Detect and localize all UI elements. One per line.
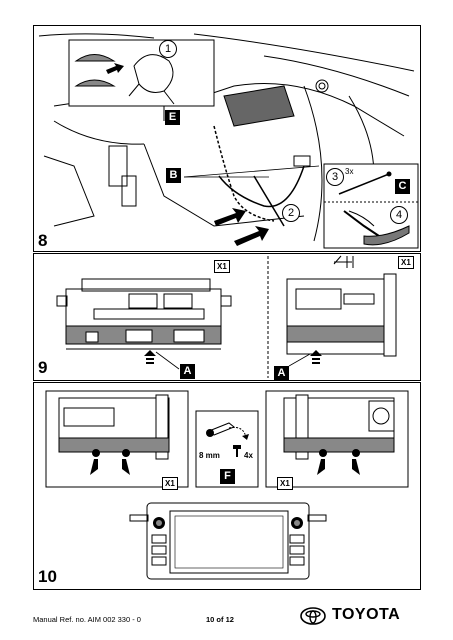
x1-label-right: X1 [277, 477, 293, 490]
tie-count: 3x [345, 167, 354, 176]
brand-name: TOYOTA [332, 606, 401, 623]
step-8-panel: 1 2 3 4 3x E B C 8 [33, 25, 421, 252]
callout-4: 4 [390, 206, 408, 224]
label-a-right: A [274, 366, 289, 381]
label-f: F [220, 469, 235, 484]
page-number: 10 of 12 [206, 615, 234, 624]
step-10-panel: X1 X1 8 mm 4x F 10 [33, 382, 421, 590]
step-number-10: 10 [38, 567, 57, 586]
callout-2: 2 [282, 204, 300, 222]
step-number-9: 9 [38, 358, 48, 377]
manual-reference: Manual Ref. no. AIM 002 330 - 0 [33, 615, 141, 624]
step-8-illustration [38, 33, 419, 249]
screw-size: 8 mm [199, 451, 220, 460]
label-a-left: A [180, 364, 195, 379]
x1-label-left: X1 [162, 477, 178, 490]
step-number-8: 8 [38, 231, 48, 250]
callout-1: 1 [159, 40, 177, 58]
step-9-illustration [56, 255, 397, 378]
screw-count: 4x [244, 451, 253, 460]
step-9-panel: X1 X1 A A 9 [33, 253, 421, 381]
toyota-emblem-icon [300, 607, 326, 625]
x1-label-right: X1 [398, 256, 414, 269]
toyota-logo: TOYOTA [300, 606, 422, 626]
step-10-illustration [45, 390, 409, 580]
label-c: C [395, 179, 410, 194]
label-b: B [166, 168, 181, 183]
callout-3: 3 [326, 168, 344, 186]
label-e: E [165, 110, 180, 125]
x1-label-left: X1 [214, 260, 230, 273]
